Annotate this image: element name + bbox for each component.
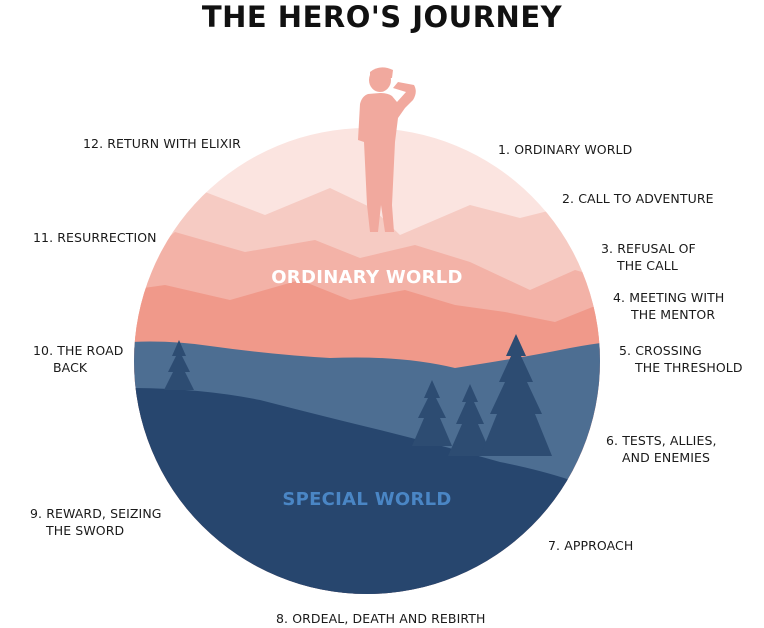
stage-text: AND ENEMIES [622,450,711,465]
stage-text: 11. RESURRECTION [33,230,157,245]
stage-text: 6. TESTS, ALLIES, [606,433,717,448]
pine-tree [480,334,552,456]
stage-text: 2. CALL TO ADVENTURE [562,191,714,206]
stage-text: THE SWORD [46,523,125,538]
stage-4-label: 4. MEETING WITH THE MENTOR [613,289,724,323]
stage-text: 4. MEETING WITH [613,290,725,305]
stage-12-label: 12. RETURN WITH ELIXIR [83,135,241,152]
stage-1-label: 1. ORDINARY WORLD [498,141,632,158]
special-world-label: SPECIAL WORLD [282,489,451,510]
special-world-land [134,388,600,594]
stage-text: 1. ORDINARY WORLD [498,142,633,157]
stage-3-label: 3. REFUSAL OF THE CALL [601,240,696,274]
hero-hat [370,67,393,78]
stage-5-label: 5. CROSSING THE THRESHOLD [619,342,743,376]
stage-text: THE THRESHOLD [635,360,743,375]
stage-text: 9. REWARD, SEIZING [30,506,162,521]
stage-11-label: 11. RESURRECTION [33,229,157,246]
pine-tree [448,384,492,456]
hero-body [358,82,416,232]
stage-text: 7. APPROACH [548,538,634,553]
stage-text: BACK [53,360,88,375]
stage-7-label: 7. APPROACH [548,537,633,554]
ordinary-world-label: ORDINARY WORLD [271,267,463,288]
stage-10-label: 10. THE ROAD BACK [33,342,123,376]
stage-text: 10. THE ROAD [33,343,124,358]
stage-9-label: 9. REWARD, SEIZING THE SWORD [30,505,162,539]
stage-6-label: 6. TESTS, ALLIES, AND ENEMIES [606,432,717,466]
stage-text: THE CALL [617,258,678,273]
landscape-circle [134,128,600,594]
page-title: THE HERO'S JOURNEY [201,0,563,34]
pine-tree [412,380,452,446]
stage-text: THE MENTOR [631,307,716,322]
stage-text: 8. ORDEAL, DEATH AND REBIRTH [276,611,486,626]
stage-text: 5. CROSSING [619,343,702,358]
hero-silhouette [358,67,416,232]
stage-text: 12. RETURN WITH ELIXIR [83,136,241,151]
stage-8-label: 8. ORDEAL, DEATH AND REBIRTH [276,610,485,627]
pine-tree [164,340,194,390]
stage-text: 3. REFUSAL OF [601,241,696,256]
stage-2-label: 2. CALL TO ADVENTURE [562,190,714,207]
pine-trees [164,334,552,456]
